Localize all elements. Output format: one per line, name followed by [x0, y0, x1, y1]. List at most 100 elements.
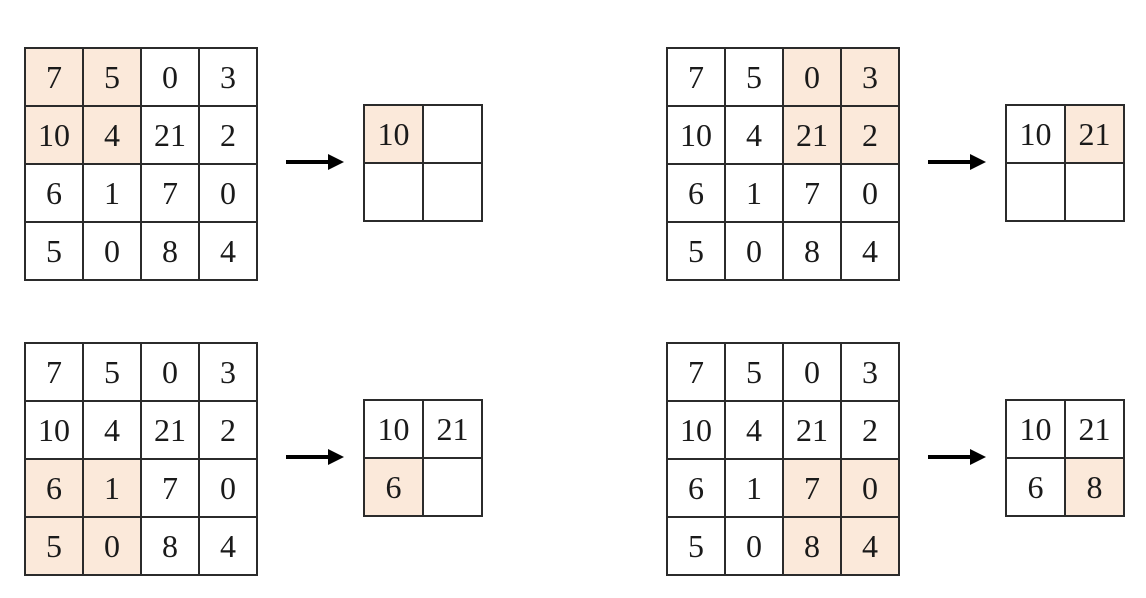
arrow-right-icon: [286, 449, 344, 465]
matrix-cell: 0: [198, 163, 258, 223]
output-cell: [1005, 162, 1066, 222]
matrix-cell: 0: [840, 458, 900, 518]
output-row: 6: [363, 457, 483, 517]
matrix-cell: 21: [140, 400, 200, 460]
matrix-cell: 5: [724, 342, 784, 402]
matrix-cell: 21: [782, 400, 842, 460]
output-cell: 21: [1064, 399, 1125, 459]
matrix-cell: 7: [782, 163, 842, 223]
output-cell: 6: [363, 457, 424, 517]
matrix-cell: 7: [24, 342, 84, 402]
matrix-cell: 1: [724, 163, 784, 223]
output-matrix: 10: [363, 104, 483, 222]
matrix-cell: 7: [782, 458, 842, 518]
matrix-cell: 7: [666, 342, 726, 402]
output-cell: [422, 162, 483, 222]
matrix-cell: 5: [666, 516, 726, 576]
matrix-cell: 0: [724, 516, 784, 576]
output-cell: 10: [1005, 399, 1066, 459]
matrix-cell: 3: [198, 342, 258, 402]
matrix-cell: 7: [140, 458, 200, 518]
matrix-cell: 7: [666, 47, 726, 107]
matrix-cell: 4: [198, 221, 258, 281]
matrix-cell: 0: [82, 221, 142, 281]
arrow-right-icon: [286, 154, 344, 170]
matrix-cell: 21: [140, 105, 200, 165]
matrix-cell: 0: [82, 516, 142, 576]
matrix-cell: 5: [666, 221, 726, 281]
matrix-cell: 8: [140, 516, 200, 576]
arrow-right-icon: [928, 449, 986, 465]
arrow-right-icon: [928, 154, 986, 170]
matrix-cell: 5: [24, 516, 84, 576]
output-cell: 21: [422, 399, 483, 459]
matrix-cell: 6: [666, 458, 726, 518]
output-cell: 6: [1005, 457, 1066, 517]
matrix-cell: 4: [724, 105, 784, 165]
matrix-cell: 4: [198, 516, 258, 576]
matrix-cell: 7: [140, 163, 200, 223]
output-cell: [422, 104, 483, 164]
matrix-cell: 0: [782, 342, 842, 402]
matrix-cell: 2: [198, 400, 258, 460]
matrix-cell: 3: [198, 47, 258, 107]
matrix-cell: 1: [82, 163, 142, 223]
output-cell: 10: [1005, 104, 1066, 164]
output-cell: [1064, 162, 1125, 222]
output-cell: 10: [363, 104, 424, 164]
matrix-cell: 6: [24, 458, 84, 518]
matrix-cell: 0: [140, 47, 200, 107]
output-row: [363, 162, 483, 222]
output-cell: [363, 162, 424, 222]
matrix-cell: 8: [782, 516, 842, 576]
matrix-cell: 1: [82, 458, 142, 518]
matrix-cell: 4: [724, 400, 784, 460]
output-cell: 8: [1064, 457, 1125, 517]
matrix-cell: 0: [840, 163, 900, 223]
matrix-cell: 2: [198, 105, 258, 165]
matrix-cell: 10: [24, 105, 84, 165]
matrix-cell: 4: [82, 105, 142, 165]
matrix-cell: 2: [840, 105, 900, 165]
matrix-cell: 4: [840, 516, 900, 576]
matrix-cell: 10: [24, 400, 84, 460]
matrix-cell: 0: [782, 47, 842, 107]
matrix-cell: 6: [24, 163, 84, 223]
matrix-cell: 5: [24, 221, 84, 281]
matrix-cell: 0: [724, 221, 784, 281]
matrix-cell: 2: [840, 400, 900, 460]
matrix-cell: 5: [82, 47, 142, 107]
output-row: 10: [363, 104, 483, 164]
matrix-cell: 5: [82, 342, 142, 402]
matrix-cell: 8: [140, 221, 200, 281]
matrix-cell: 6: [666, 163, 726, 223]
